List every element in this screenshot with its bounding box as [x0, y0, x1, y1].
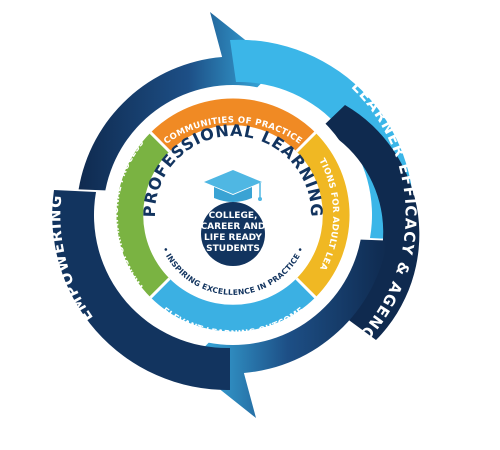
segment-ring	[116, 98, 350, 332]
segment-relevant-learning-outcomes	[150, 278, 316, 332]
center-line-3: LIFE READY	[204, 233, 262, 243]
right-dark-band	[321, 105, 420, 340]
center-badge: COLLEGE, CAREER AND LIFE READY STUDENTS	[201, 202, 266, 266]
segment-transformational-process	[116, 132, 170, 298]
graduation-cap-icon	[204, 170, 262, 202]
center-line-2: CAREER AND	[201, 222, 266, 232]
center-line-4: STUDENTS	[206, 244, 260, 254]
center-line-1: COLLEGE,	[209, 211, 258, 221]
left-dark-band	[52, 190, 231, 391]
segment-conditions-for-adult-learners	[296, 132, 350, 298]
segment-communities-of-practice	[150, 98, 316, 152]
